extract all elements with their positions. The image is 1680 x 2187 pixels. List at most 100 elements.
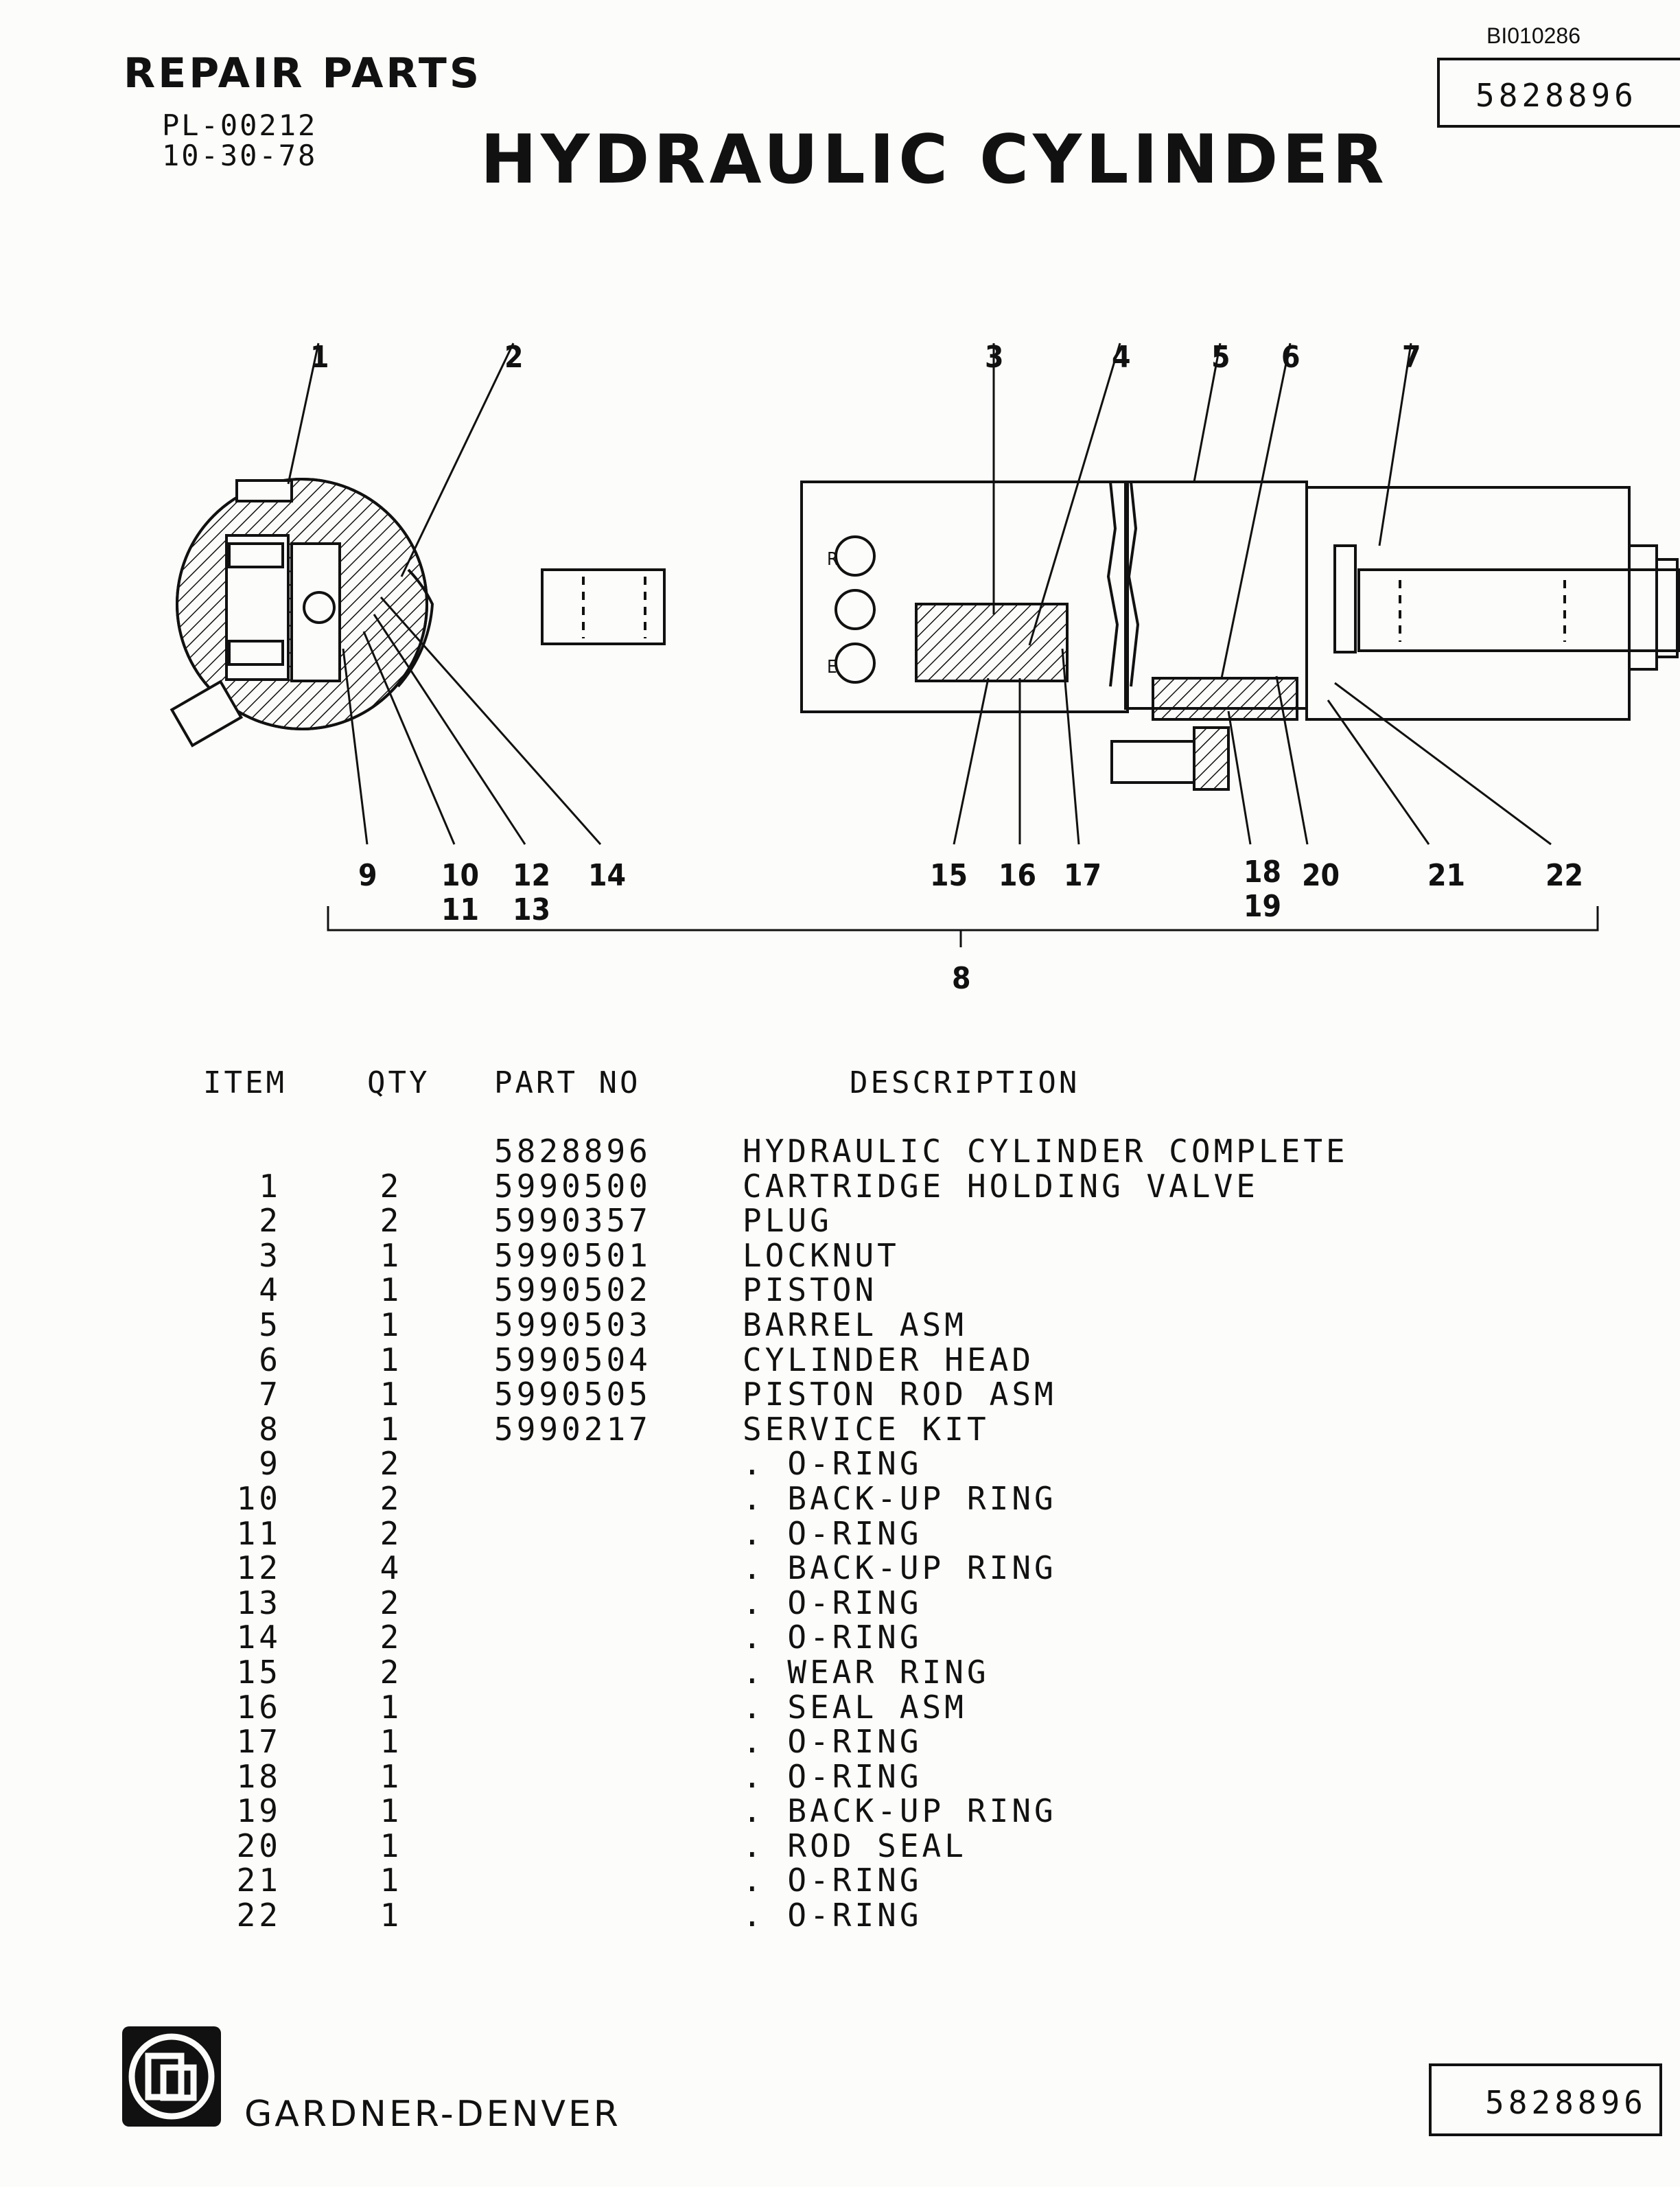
description-cell: PISTON ROD ASM [743,1376,1057,1413]
description-cell: . O-RING [743,1862,922,1899]
description-cell: PLUG [743,1202,832,1240]
qty-cell: 1 [380,1897,403,1934]
qty-cell: 1 [380,1271,403,1309]
qty-cell: 1 [380,1306,403,1343]
qty-cell: 1 [380,1376,403,1413]
item-cell: 21 [236,1862,281,1899]
leader-lines [287,343,1599,947]
item-cell: 2 [259,1202,281,1240]
callout-19: 19 [1244,889,1281,924]
qty-cell: 1 [380,1757,403,1795]
description-cell: . O-RING [743,1757,922,1795]
table-row: 16 1 . SEAL ASM [0,1688,1680,1726]
qty-cell: 2 [380,1619,403,1656]
description-cell: . O-RING [743,1619,922,1656]
callout-15: 15 [930,858,968,893]
qty-cell: 1 [380,1236,403,1274]
callout-8: 8 [952,961,971,996]
item-cell: 14 [236,1619,281,1656]
part-no-cell: 5990505 [494,1376,651,1413]
part-no-cell: 5990501 [494,1236,651,1274]
qty-cell: 1 [380,1862,403,1899]
item-cell: 6 [259,1341,281,1378]
port-label-r: R [827,549,838,570]
callout-2: 2 [504,340,524,375]
callout-18: 18 [1244,855,1281,890]
part-no-cell: 5990504 [494,1341,651,1378]
description-cell: SERVICE KIT [743,1410,990,1448]
qty-cell: 1 [380,1827,403,1864]
section-title: REPAIR PARTS [124,49,482,97]
description-cell: . SEAL ASM [743,1688,967,1726]
description-cell: CYLINDER HEAD [743,1341,1035,1378]
item-cell: 7 [259,1376,281,1413]
part-number-box-top: 5828896 [1437,58,1680,128]
document-id: BI010286 [1486,23,1581,48]
item-cell: 16 [236,1688,281,1726]
qty-cell: 2 [380,1445,403,1483]
qty-cell: 2 [380,1653,403,1691]
callout-17: 17 [1064,858,1101,893]
description-cell: HYDRAULIC CYLINDER COMPLETE [743,1133,1349,1170]
item-cell: 8 [259,1410,281,1448]
callout-21: 21 [1427,858,1465,893]
callout-10: 10 [441,858,479,893]
callout-13: 13 [513,892,550,927]
callout-3: 3 [985,340,1004,375]
parts-list-code: PL-00212 [162,108,318,142]
column-header-description: DESCRIPTION [850,1065,1080,1100]
qty-cell: 1 [380,1723,403,1761]
callout-5: 5 [1211,340,1230,375]
table-row: 2 2 5990357 PLUG [0,1202,1680,1240]
callout-12: 12 [513,858,550,893]
description-cell: . O-RING [743,1584,922,1621]
valve-block-end-view [170,478,434,748]
qty-cell: 1 [380,1410,403,1448]
description-cell: . BACK-UP RING [743,1549,1057,1587]
cylinder-side-view [541,481,1680,791]
item-cell: 17 [236,1723,281,1761]
table-row: 18 1 . O-RING [0,1757,1680,1795]
item-cell: 5 [259,1306,281,1343]
column-header-qty: QTY [367,1065,430,1100]
qty-cell: 1 [380,1688,403,1726]
description-cell: . ROD SEAL [743,1827,967,1864]
item-cell: 3 [259,1236,281,1274]
item-cell: 18 [236,1757,281,1795]
description-cell: PISTON [743,1271,878,1309]
table-row: 21 1 . O-RING [0,1862,1680,1899]
item-cell: 10 [236,1479,281,1517]
part-no-cell: 5990357 [494,1202,651,1240]
callout-1: 1 [310,340,329,375]
callout-14: 14 [588,858,626,893]
item-cell: 12 [236,1549,281,1587]
item-cell: 20 [236,1827,281,1864]
item-cell: 1 [259,1167,281,1205]
brand-name: GARDNER-DENVER [244,2094,621,2135]
item-cell: 15 [236,1653,281,1691]
qty-cell: 2 [380,1202,403,1240]
callout-22: 22 [1545,858,1583,893]
callout-16: 16 [999,858,1036,893]
column-header-item: ITEM [203,1065,287,1100]
part-no-cell: 5990502 [494,1271,651,1309]
description-cell: . O-RING [743,1897,922,1934]
item-cell: 4 [259,1271,281,1309]
item-cell: 19 [236,1792,281,1830]
item-cell: 22 [236,1897,281,1934]
item-cell: 13 [236,1584,281,1621]
description-cell: . BACK-UP RING [743,1479,1057,1517]
table-row: 4 1 5990502 PISTON [0,1271,1680,1309]
qty-cell: 2 [380,1584,403,1621]
